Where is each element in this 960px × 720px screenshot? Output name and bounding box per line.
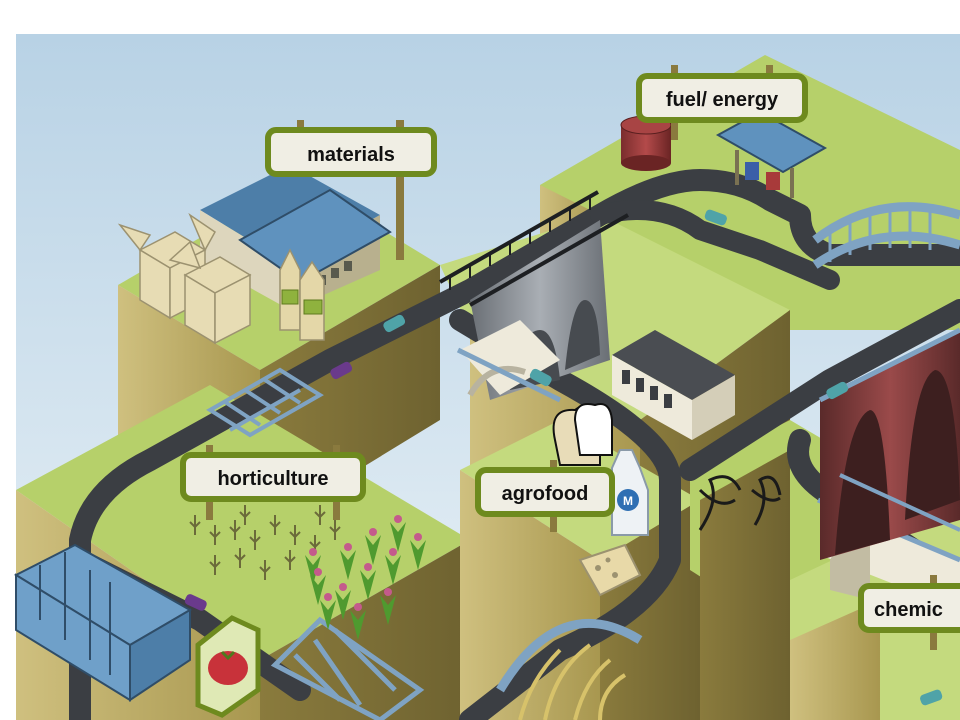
office-building <box>612 330 735 440</box>
bio-bottles <box>279 248 325 341</box>
seedling-field <box>189 505 341 580</box>
wheat-stalks <box>518 643 627 720</box>
sign-materials: materials <box>265 120 437 260</box>
bridges <box>206 190 960 720</box>
tomato-sign <box>195 615 261 718</box>
sign-chemicals: chemic <box>858 575 960 650</box>
sign-agrofood: agrofood <box>475 460 615 532</box>
sign-materials-label: materials <box>307 144 395 166</box>
flower-field <box>305 515 426 640</box>
sign-fuel-energy-label: fuel/ energy <box>666 89 779 111</box>
sign-chemicals-label: chemic <box>874 599 943 621</box>
materials-factory <box>200 165 392 310</box>
sign-fuel-energy: fuel/ energy <box>636 65 808 140</box>
bread-loaves <box>552 403 613 466</box>
cardboard-boxes <box>117 212 252 345</box>
sign-horticulture: horticulture <box>180 445 366 520</box>
fuel-silo <box>620 115 672 171</box>
sign-horticulture-label: horticulture <box>217 468 328 490</box>
milk-bottle: M <box>611 449 649 536</box>
sign-agrofood-label: agrofood <box>502 483 589 505</box>
milk-bottle-badge: M <box>623 494 633 508</box>
greenhouses <box>13 543 193 702</box>
dna-helix <box>698 475 782 531</box>
cars <box>184 209 943 706</box>
cheese-wedge <box>578 543 642 597</box>
